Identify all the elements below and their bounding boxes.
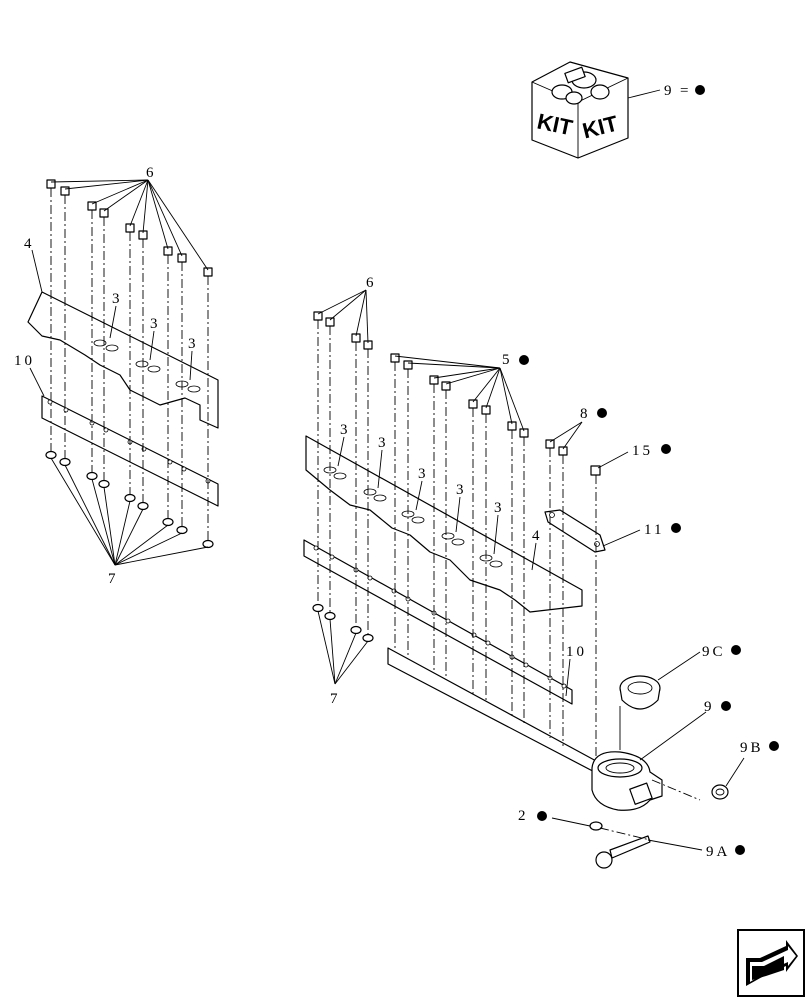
right-bolts <box>313 311 601 476</box>
kit-box: KIT KIT 9 = <box>531 61 705 159</box>
callout-right-7: 7 <box>330 691 341 707</box>
callout-right-2: 2 <box>518 808 529 824</box>
right-knife-section-slots <box>323 466 503 568</box>
left-leaders-7 <box>50 457 209 566</box>
callout-right-3c: 3 <box>418 466 429 482</box>
left-nuts <box>45 450 214 549</box>
right-leaders-7 <box>317 610 369 685</box>
bullet-right-9A <box>735 845 745 855</box>
callout-right-9C: 9C <box>702 644 726 660</box>
callout-right-9A: 9A <box>706 844 730 860</box>
callout-right-8: 8 <box>580 406 591 422</box>
next-page-arrow-icon <box>746 940 798 986</box>
callout-right-3e: 3 <box>494 500 505 516</box>
right-bolt-centerlines <box>317 320 701 841</box>
right-leaders-6 <box>317 289 369 344</box>
callout-right-5: 5 <box>502 352 513 368</box>
left-knife-section-slots <box>93 339 201 393</box>
bullet-right-9C <box>731 645 741 655</box>
left-assembly: 6 4 10 3 3 3 7 <box>14 165 219 587</box>
left-bolts <box>46 179 213 277</box>
callout-right-9B: 9B <box>740 740 764 756</box>
bullet-kit <box>695 85 705 95</box>
pitman-head-9 <box>591 751 663 811</box>
nut-2 <box>589 821 603 831</box>
left-leaders-6 <box>50 179 209 271</box>
callout-right-3b: 3 <box>378 435 389 451</box>
callout-right-11: 11 <box>644 522 664 538</box>
callout-left-6: 6 <box>146 165 157 181</box>
bolt-9A <box>595 835 651 869</box>
right-nuts <box>312 603 374 643</box>
bullet-right-8 <box>597 408 607 418</box>
right-assembly: 6 5 8 15 11 3 3 3 3 <box>303 275 779 869</box>
right-leaders-5 <box>394 355 525 432</box>
bullet-right-5 <box>519 355 529 365</box>
callout-right-9: 9 <box>704 699 715 715</box>
callout-left-3c: 3 <box>188 336 199 352</box>
callout-left-3b: 3 <box>150 316 161 332</box>
bullet-right-2 <box>537 811 547 821</box>
bullet-right-9B <box>769 741 779 751</box>
plate-11 <box>544 509 606 553</box>
bullet-right-9 <box>721 701 731 711</box>
callout-right-10: 10 <box>566 644 587 660</box>
bullet-right-15 <box>661 444 671 454</box>
callout-right-6: 6 <box>366 275 377 291</box>
callout-right-3a: 3 <box>340 422 351 438</box>
bushing-9C <box>619 675 661 710</box>
bullet-right-11 <box>671 523 681 533</box>
callout-right-4: 4 <box>532 528 543 544</box>
callout-right-15: 15 <box>632 443 653 459</box>
right-bar-holes <box>313 545 567 689</box>
callout-kit-equals: = <box>680 83 691 99</box>
callout-kit-9: 9 <box>664 83 675 99</box>
next-page-button[interactable] <box>737 929 805 997</box>
callout-left-7: 7 <box>108 571 119 587</box>
callout-right-3d: 3 <box>456 482 467 498</box>
callout-left-10: 10 <box>14 353 35 369</box>
callout-left-3a: 3 <box>112 291 123 307</box>
nut-9B <box>711 784 729 800</box>
callout-left-4: 4 <box>24 236 35 252</box>
